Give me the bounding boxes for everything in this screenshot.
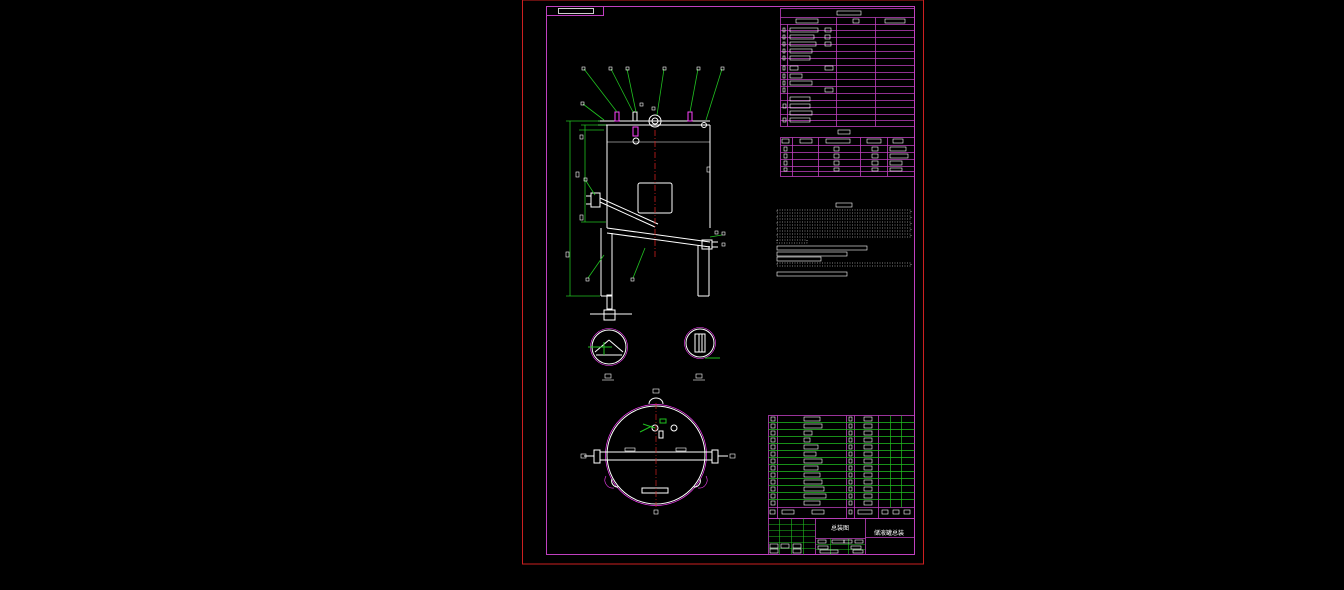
plan-view (580, 388, 736, 515)
dimension-lines (566, 120, 606, 297)
drawing-title: 总装图 (831, 524, 849, 532)
nozzle-table (780, 137, 915, 177)
part-balloons (580, 66, 726, 282)
title-block-grid-green (768, 518, 866, 555)
drawing-number-mark (558, 8, 594, 14)
spec-table-text (782, 10, 906, 123)
drawing-number-box (546, 6, 604, 16)
title-block-marks (769, 539, 864, 554)
parts-list-text (769, 416, 911, 515)
drawing-frame (546, 6, 915, 555)
company-name: 储液罐总装 (874, 529, 904, 537)
parts-list-grid-green (768, 415, 915, 508)
parts-list-table (768, 415, 915, 519)
dimension-text-marks (565, 134, 711, 258)
detail-view-b (684, 327, 720, 381)
sheet-outer-border (522, 0, 924, 565)
detail-view-a (588, 328, 628, 381)
leader-lines (582, 68, 723, 279)
spec-table (780, 8, 915, 127)
nozzle-table-text (781, 129, 909, 172)
front-elevation-view (586, 111, 718, 321)
technical-notes (776, 202, 912, 277)
